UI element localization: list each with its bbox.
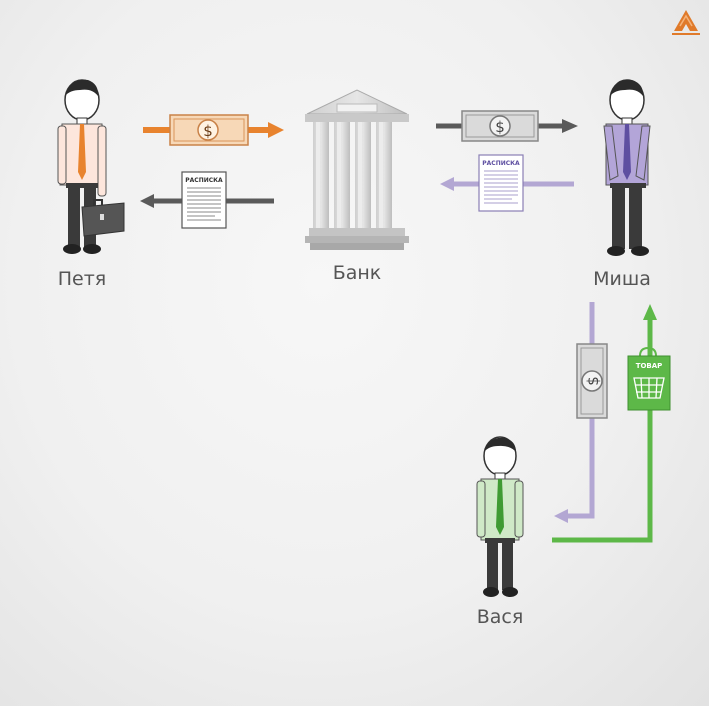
banknote-dollar-icon: $: [169, 114, 249, 146]
receipt-title-right: РАСПИСКА: [482, 160, 520, 167]
svg-text:$: $: [584, 376, 602, 386]
goods-bag-label: ТОВАР: [636, 362, 663, 370]
banknote-dollar-icon: $: [576, 343, 608, 419]
svg-text:$: $: [495, 118, 505, 136]
person-misha: [603, 79, 651, 256]
receipt-title-left: РАСПИСКА: [185, 177, 223, 184]
arrow-vasya-to-misha: [552, 304, 657, 543]
svg-text:$: $: [203, 122, 213, 140]
briefcase-icon: [81, 199, 125, 237]
label-petya: Петя: [57, 268, 107, 290]
person-vasya: [476, 436, 524, 597]
receipt-document-icon: РАСПИСКА: [181, 171, 227, 229]
label-vasya: Вася: [476, 606, 524, 628]
label-bank: Банк: [332, 262, 382, 284]
bank-building-icon: [305, 89, 409, 250]
receipt-document-icon: РАСПИСКА: [478, 154, 524, 212]
banknote-dollar-icon: $: [461, 110, 539, 142]
shopping-bag-icon: ТОВАР: [627, 346, 671, 411]
person-petya: [57, 79, 125, 254]
triangle-logo-icon: [672, 10, 700, 35]
label-misha: Миша: [593, 268, 651, 290]
